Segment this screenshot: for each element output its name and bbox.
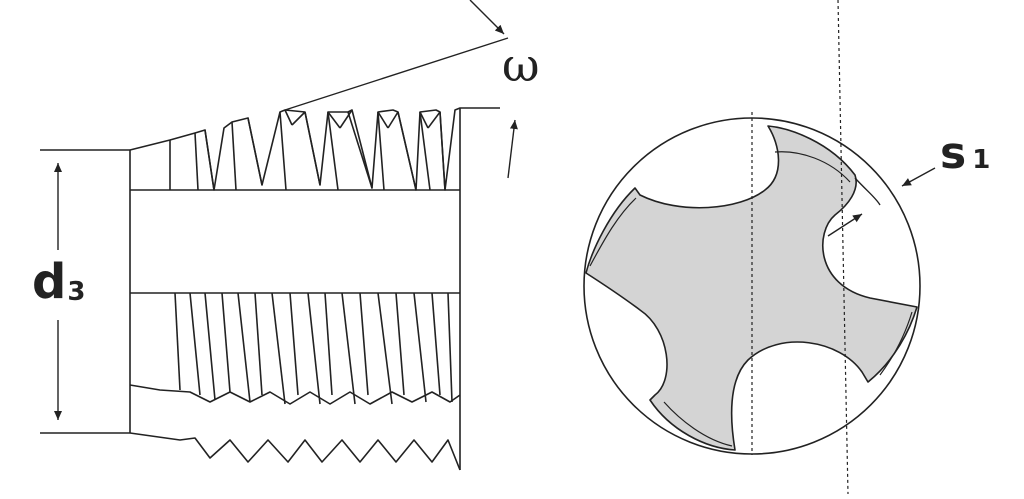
land-arc bbox=[854, 177, 881, 206]
angle-arrow-bottom bbox=[507, 119, 518, 179]
tap-side-view bbox=[129, 107, 500, 471]
diameter-label: d3 bbox=[32, 254, 86, 310]
angle-ray bbox=[284, 37, 509, 111]
tap-top-thread-profile bbox=[129, 107, 500, 191]
s1-outer-arrow bbox=[901, 167, 936, 187]
centerline-right bbox=[837, 0, 849, 495]
tap-cross-section bbox=[583, 0, 936, 495]
diameter-dimension bbox=[40, 149, 130, 434]
tap-bottom-thread-profile bbox=[129, 432, 461, 471]
angle-arrow-top bbox=[469, 0, 505, 35]
s1-inner-arrow bbox=[827, 213, 863, 237]
angle-label: ω bbox=[502, 38, 540, 92]
angle-indicator bbox=[284, 0, 518, 179]
